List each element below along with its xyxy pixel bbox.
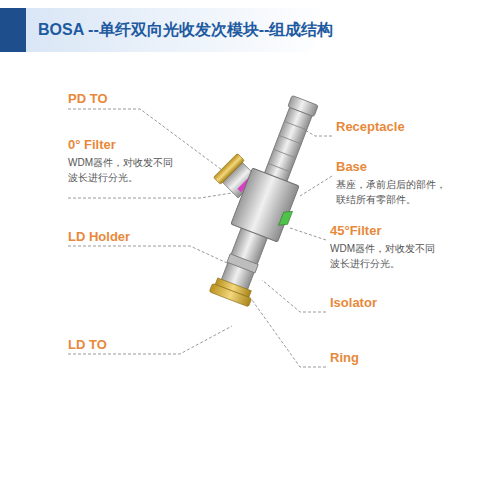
base: [231, 168, 299, 242]
receptacle-ribs: [268, 121, 307, 172]
pd-branch: [160, 100, 260, 200]
header-accent: [0, 8, 26, 52]
part-description: WDM器件，对收发不同波长进行分光。: [330, 241, 436, 271]
part-name: Receptacle: [336, 119, 405, 135]
ld-pins: [173, 295, 237, 428]
isolator: [227, 254, 258, 273]
part-name: Isolator: [330, 295, 377, 311]
ld-to: [209, 283, 251, 306]
part-description: 基座，承前启后的部件，联结所有零部件。: [336, 177, 452, 207]
part-name: Base: [336, 159, 367, 175]
part-description: WDM器件，对收发不同波长进行分光。: [68, 155, 174, 185]
part-name: Ring: [330, 350, 359, 366]
part-name: LD Holder: [68, 229, 130, 245]
filter-45: [279, 208, 293, 228]
part-name: 0° Filter: [68, 137, 116, 153]
receptacle: [264, 107, 312, 183]
part-name: LD TO: [68, 337, 107, 353]
part-name: PD TO: [68, 91, 108, 107]
part-name: 45°Filter: [330, 223, 381, 239]
page-title: BOSA --单纤双向光收发次模块--组成结构: [38, 20, 333, 39]
bosa-drawing: [61, 55, 331, 436]
receptacle-cap: [288, 95, 318, 116]
